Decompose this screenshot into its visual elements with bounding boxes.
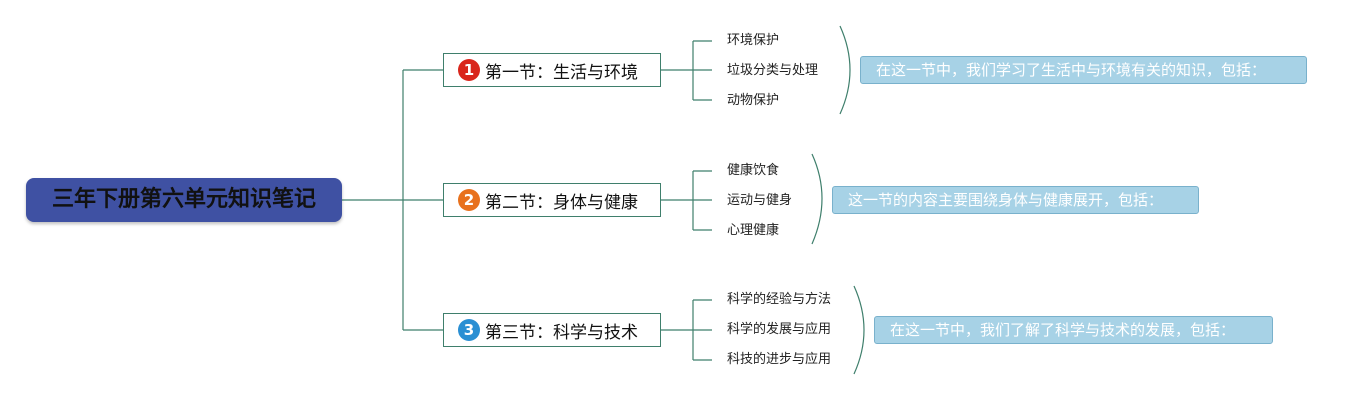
- summary-brace-2: [811, 153, 823, 245]
- leaf-connector-1: [661, 40, 712, 101]
- summary-section-2[interactable]: 这一节的内容主要围绕身体与健康展开，包括：: [832, 186, 1199, 214]
- leaf-mental-health[interactable]: 心理健康: [727, 223, 780, 238]
- summary-brace-3: [853, 285, 865, 375]
- leaf-environment-protection[interactable]: 环境保护: [727, 33, 780, 48]
- section-3-topic[interactable]: 3 第三节：科学与技术: [443, 313, 661, 347]
- leaf-animal-protection[interactable]: 动物保护: [727, 93, 780, 108]
- number-badge-3: 3: [458, 319, 480, 341]
- section-2-title: 第二节：身体与健康: [485, 192, 638, 213]
- number-badge-2: 2: [458, 189, 480, 211]
- number-badge-1: 1: [458, 59, 480, 81]
- section-1-title: 第一节：生活与环境: [485, 62, 638, 83]
- leaf-science-methods[interactable]: 科学的经验与方法: [727, 292, 832, 307]
- summary-brace-1: [839, 25, 851, 115]
- leaf-garbage-sorting[interactable]: 垃圾分类与处理: [727, 63, 819, 78]
- leaf-exercise-fitness[interactable]: 运动与健身: [727, 193, 793, 208]
- summary-section-3[interactable]: 在这一节中，我们了解了科学与技术的发展，包括：: [874, 316, 1273, 344]
- summary-section-1[interactable]: 在这一节中，我们学习了生活中与环境有关的知识，包括：: [860, 56, 1307, 84]
- leaf-healthy-diet[interactable]: 健康饮食: [727, 163, 780, 178]
- leaf-tech-progress[interactable]: 科技的进步与应用: [727, 352, 832, 367]
- leaf-connector-2: [661, 170, 712, 231]
- root-topic[interactable]: 三年下册第六单元知识笔记: [26, 178, 342, 222]
- section-1-topic[interactable]: 1 第一节：生活与环境: [443, 53, 661, 87]
- leaf-connector-3: [661, 299, 712, 361]
- leaf-science-development[interactable]: 科学的发展与应用: [727, 322, 832, 337]
- section-3-title: 第三节：科学与技术: [485, 322, 638, 343]
- section-2-topic[interactable]: 2 第二节：身体与健康: [443, 183, 661, 217]
